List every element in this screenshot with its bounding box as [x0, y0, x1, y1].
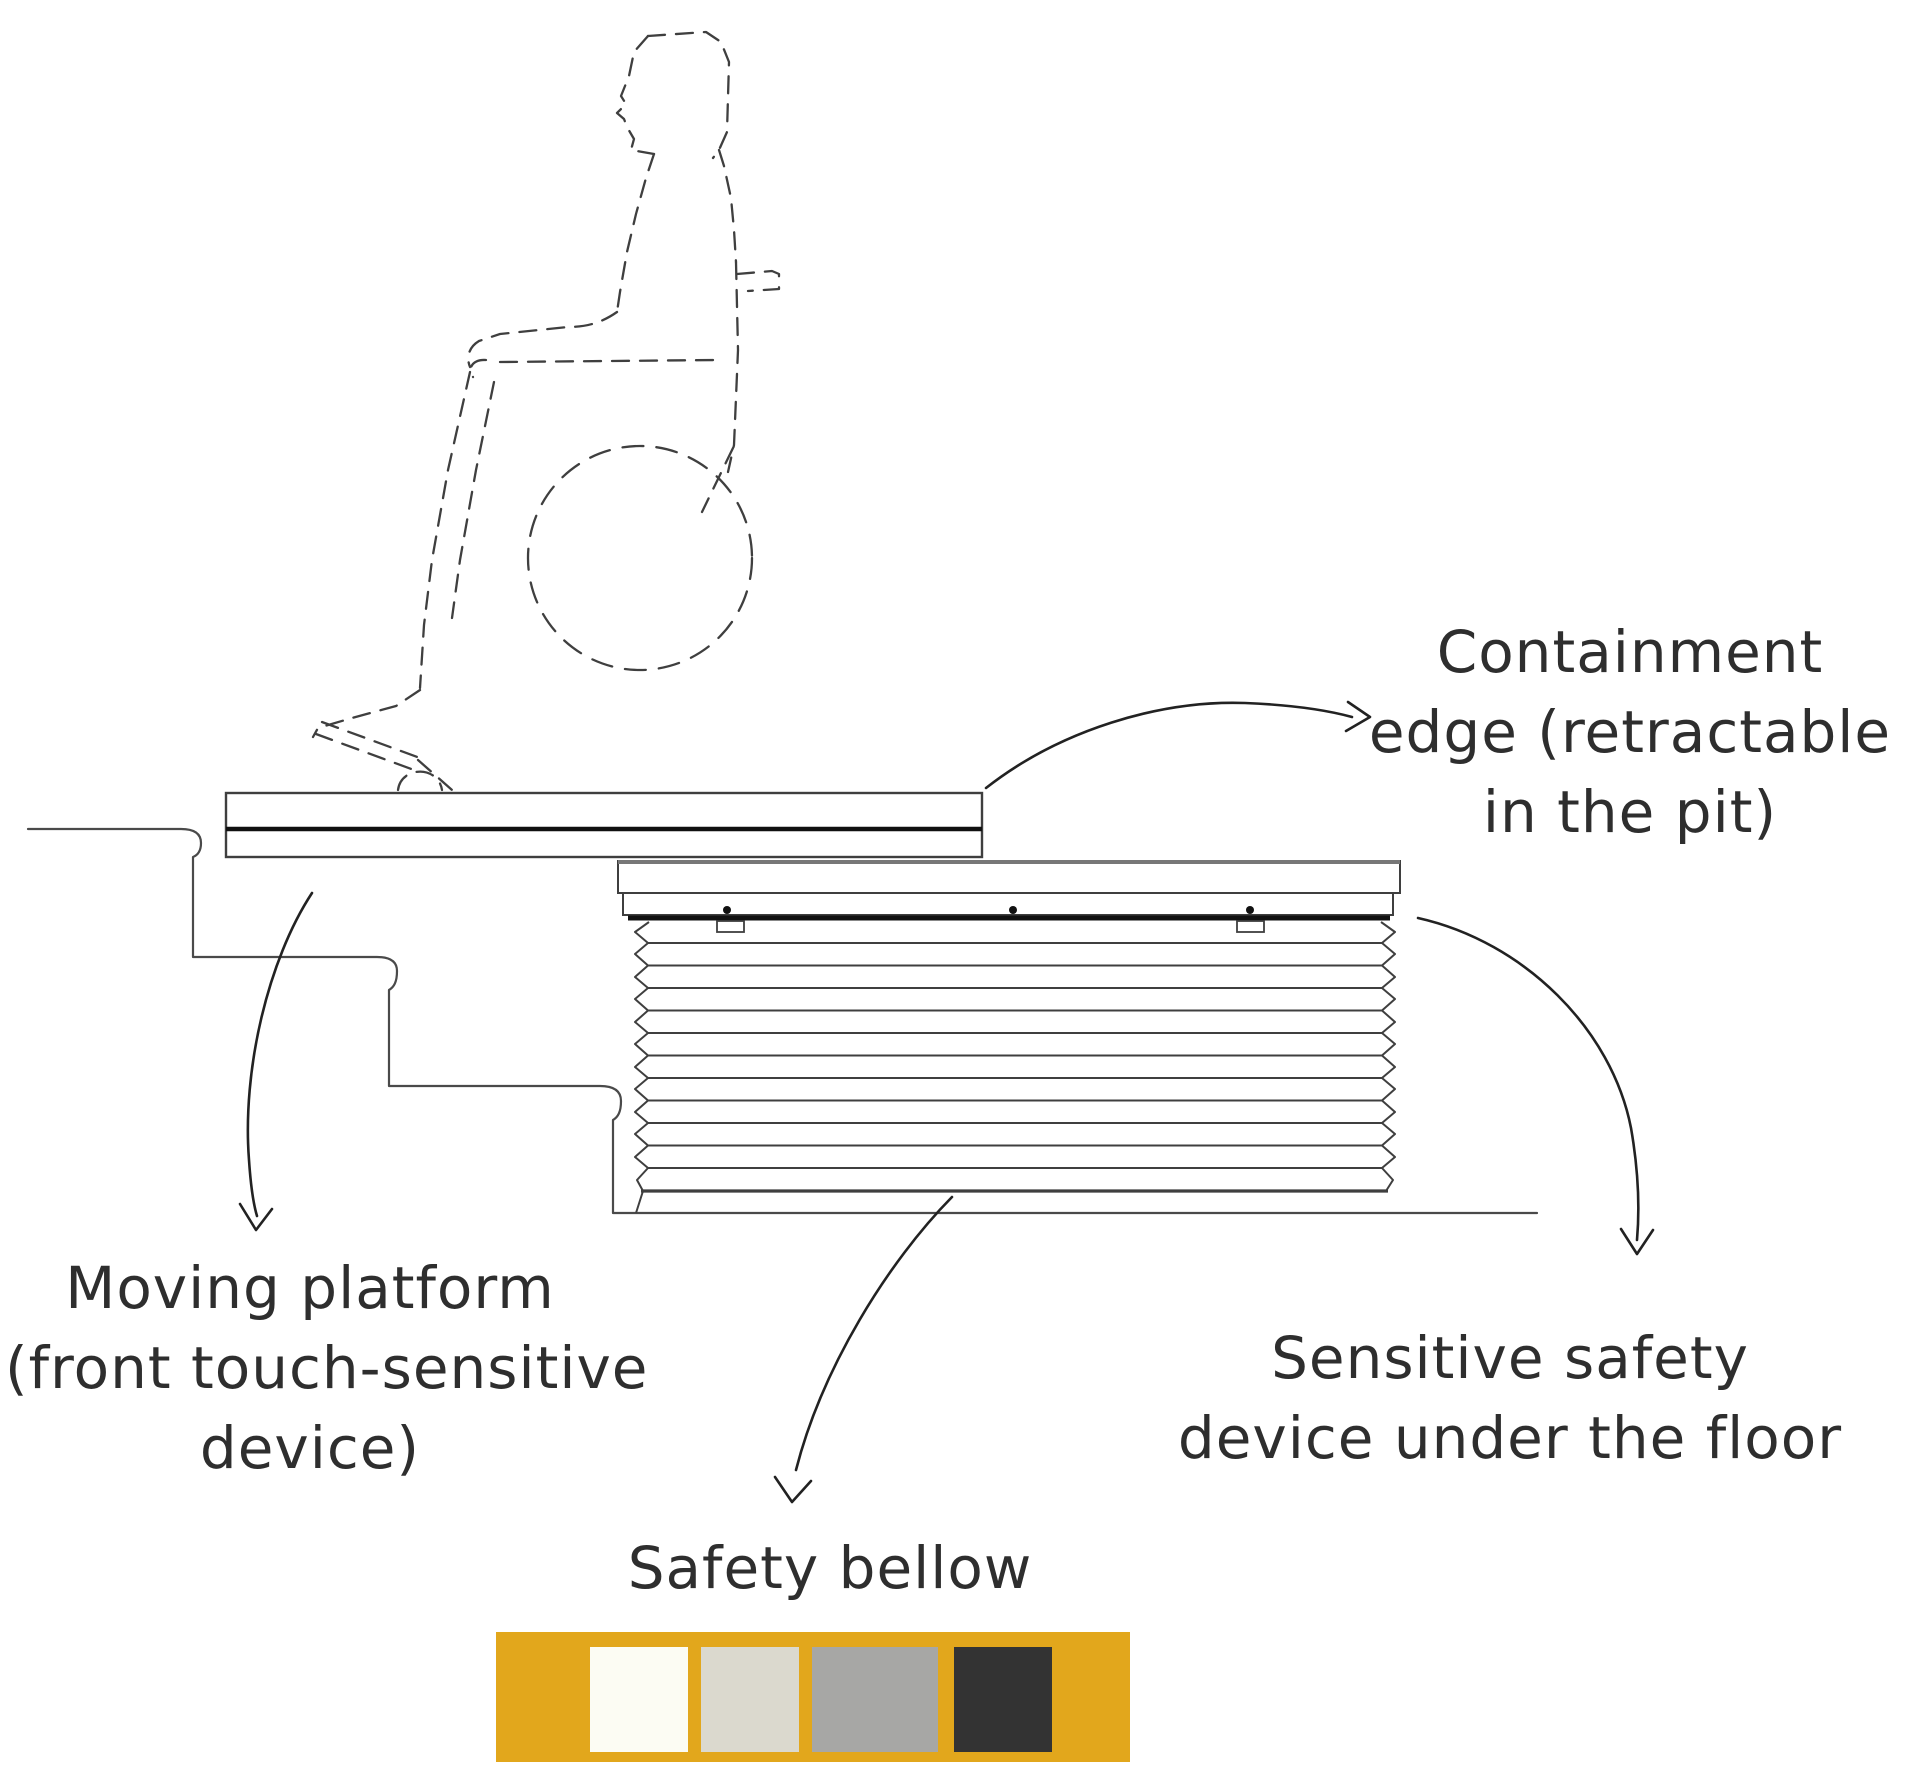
moving-platform-label: Moving platform (front touch-sensitive d… — [5, 1248, 649, 1488]
head-outline — [646, 30, 731, 160]
leader-arrows — [238, 700, 1655, 1504]
containment-edge-line3: in the pit) — [1482, 778, 1778, 847]
safety-bellow-text: Safety bellow — [627, 1534, 1033, 1602]
safety-bellow-label: Safety bellow — [530, 1528, 1130, 1608]
front-caster — [396, 770, 444, 792]
sensitive-safety-label: Sensitive safety device under the floor — [1175, 1318, 1845, 1478]
palette-swatch-light-gray — [701, 1647, 799, 1752]
backrest — [726, 260, 740, 474]
containment-edge-line2: edge (retractable — [1368, 698, 1892, 767]
palette-swatch-charcoal — [954, 1647, 1052, 1752]
sensitive-safety-line2: device under the floor — [1177, 1404, 1843, 1473]
moving-platform-line3: device) — [199, 1414, 421, 1483]
safety-bellow — [634, 921, 1396, 1214]
containment-edge-line1: Containment — [1436, 618, 1824, 686]
steps-and-ground — [26, 827, 1539, 1215]
sensitive-safety-line1: Sensitive safety — [1271, 1324, 1749, 1392]
sensitive-safety-leader — [1416, 916, 1640, 1242]
containment-edge-label: Containment edge (retractable in the pit… — [1330, 612, 1920, 852]
moving-platform-line1: Moving platform — [65, 1254, 555, 1322]
moving-platform-line2: (front touch-sensitive — [5, 1334, 649, 1403]
color-palette-bar — [496, 1632, 1130, 1762]
footplate — [320, 720, 422, 760]
moving-platform — [224, 791, 984, 859]
safety-bellow-leader — [794, 1195, 954, 1472]
wheel — [526, 444, 754, 672]
foot — [311, 688, 422, 739]
palette-swatch-gray — [812, 1647, 938, 1752]
wheelchair-user-outline — [311, 30, 781, 792]
moving-platform-leader — [246, 891, 314, 1218]
seat-line — [498, 358, 720, 364]
containment-edge-leader — [984, 701, 1354, 790]
handle — [735, 269, 781, 293]
fixed-floor-plate — [617, 860, 1401, 916]
palette-swatch-white — [590, 1647, 688, 1752]
sensitive-safety-device — [628, 906, 1390, 933]
